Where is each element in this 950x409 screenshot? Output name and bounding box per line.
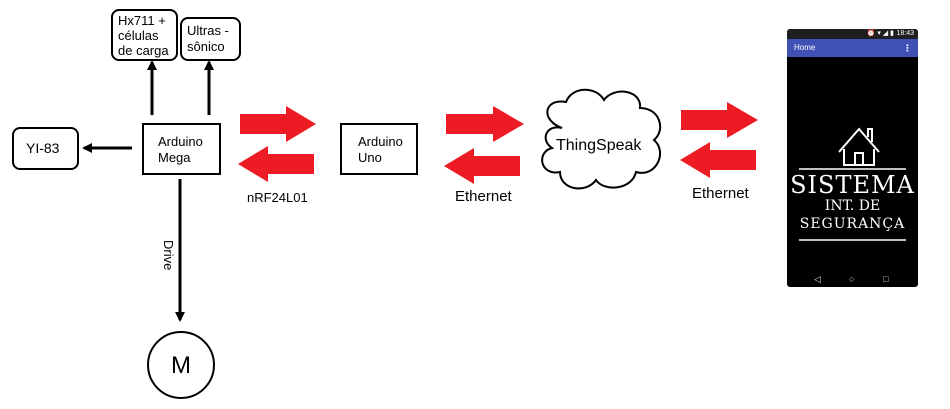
red-arrows-nrf [238, 106, 316, 182]
home-nav-icon[interactable]: ○ [849, 274, 855, 284]
red-arrows-ethernet-1 [444, 106, 524, 184]
node-arduino-mega-label: Arduino Mega [158, 134, 203, 165]
phone-content: SISTEMA INT. DE SEGURANÇA [787, 57, 918, 271]
edge-label-ethernet-1: Ethernet [455, 188, 512, 205]
edge-label-drive: Drive [161, 240, 176, 271]
node-motor-label: M [171, 352, 191, 379]
phone-status-bar: ⏰ ▾ ◢ ▮ 18:43 [787, 29, 918, 39]
node-ultrassonico-label: Ultras - sônico [187, 23, 229, 54]
back-nav-icon[interactable]: ◁ [814, 274, 821, 284]
edge-label-nrf: nRF24L01 [247, 190, 308, 205]
house-logo-icon [799, 127, 906, 241]
app-title: Home [794, 43, 816, 52]
status-time: 18:43 [896, 30, 914, 37]
logo-line-1: SISTEMA [790, 171, 915, 199]
node-arduino-uno-label: Arduino Uno [358, 134, 403, 165]
node-hx711-label: Hx711 + células de carga [118, 13, 169, 58]
red-arrow-right-ethernet-2 [681, 102, 758, 138]
status-icons: ⏰ ▾ ◢ ▮ [866, 30, 894, 37]
node-arduino-uno: Arduino Uno [340, 123, 418, 175]
recent-apps-nav-icon[interactable]: □ [883, 274, 889, 284]
overflow-menu-icon[interactable]: ⋮ [903, 43, 912, 53]
node-yi83: YI-83 [12, 127, 79, 170]
node-yi83-label: YI-83 [26, 140, 60, 156]
phone-nav-bar: ◁ ○ □ [787, 271, 918, 287]
thingspeak-cloud-shape [541, 88, 662, 190]
node-thingspeak-label: ThingSpeak [556, 137, 642, 154]
red-arrow-right-nrf [240, 106, 316, 142]
node-ultrassonico: Ultras - sônico [180, 17, 241, 61]
node-hx711: Hx711 + células de carga [111, 9, 178, 61]
edge-label-ethernet-2: Ethernet [692, 185, 749, 202]
red-arrows-ethernet-2 [680, 102, 758, 178]
logo-line-2: INT. DE [824, 198, 881, 214]
red-arrow-left-ethernet-2 [680, 142, 756, 178]
phone-app-bar: Home ⋮ [787, 39, 918, 57]
node-arduino-mega: Arduino Mega [142, 123, 221, 175]
red-arrow-right-ethernet-1 [446, 106, 524, 142]
phone-screenshot: ⏰ ▾ ◢ ▮ 18:43 Home ⋮ SISTEMA INT. DE SEG… [787, 29, 918, 287]
red-arrow-left-ethernet-1 [444, 148, 520, 184]
red-arrow-left-nrf [238, 146, 314, 182]
motor-circle [147, 331, 215, 399]
logo-line-3: SEGURANÇA [799, 216, 906, 232]
